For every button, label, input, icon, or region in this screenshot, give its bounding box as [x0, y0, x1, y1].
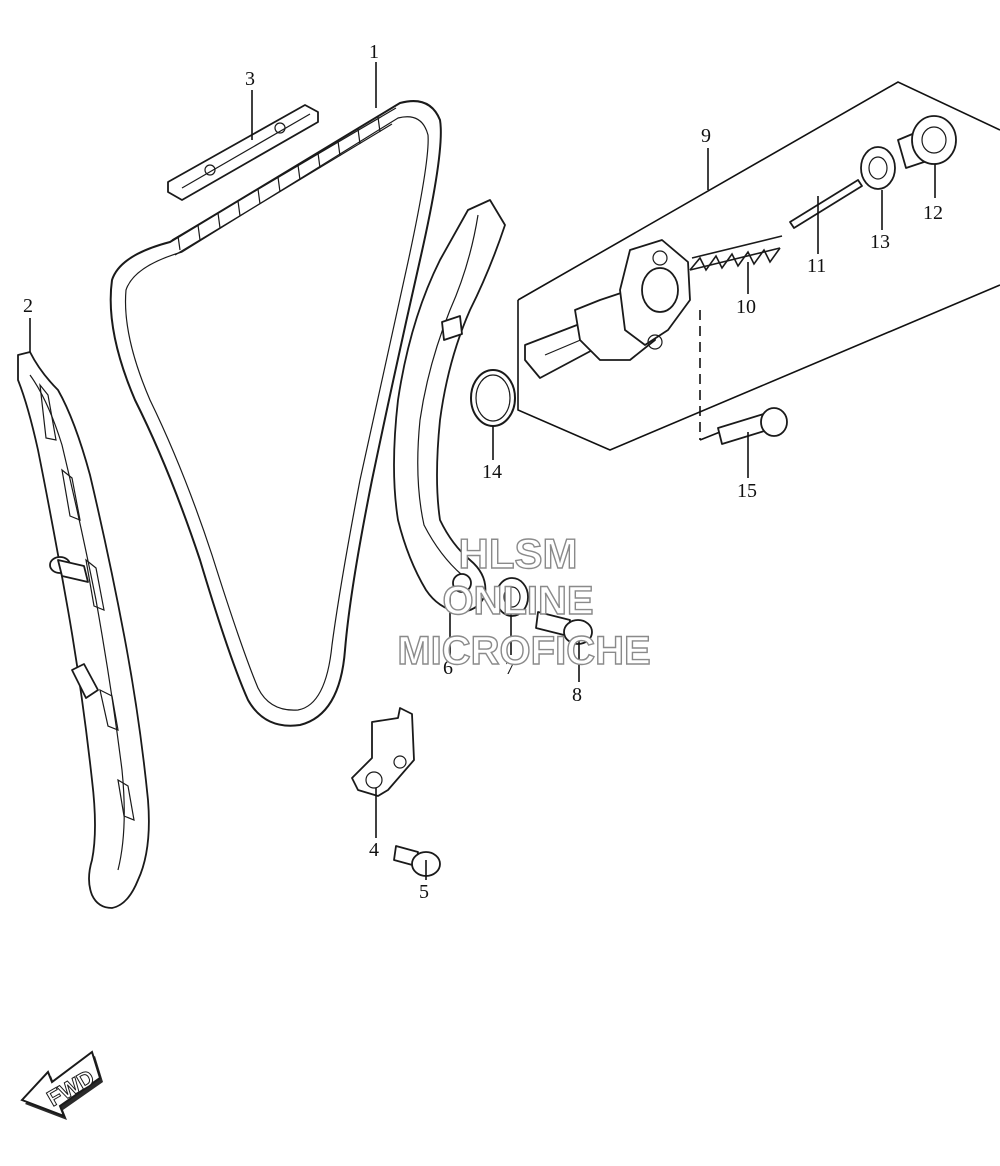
watermark-line2: ONLINE — [442, 579, 593, 623]
label-part-11: 11 — [807, 255, 826, 277]
tensioner-guide-drawing — [393, 199, 506, 613]
chain-guide-no2-drawing — [167, 104, 319, 201]
tensioner-body-drawing — [524, 239, 691, 379]
watermark-line1: HLSM — [459, 530, 578, 577]
tensioner-assembly-box — [517, 81, 1000, 451]
label-part-10: 10 — [736, 296, 756, 318]
watermark-line3: MICROFICHE — [397, 629, 650, 673]
tensioner-cap-bolt-drawing — [897, 115, 957, 169]
label-part-7: 7 — [505, 657, 515, 679]
tensioner-bolt-drawing — [717, 407, 788, 445]
washer-drawing — [495, 577, 529, 617]
chain-guide-no1-drawing — [17, 351, 150, 909]
guide-bolt-drawing — [535, 611, 593, 645]
label-part-3: 3 — [245, 68, 255, 90]
label-part-5: 5 — [419, 881, 429, 903]
label-part-9: 9 — [701, 125, 711, 147]
label-part-4: 4 — [369, 839, 379, 861]
tensioner-spring-drawing — [689, 235, 783, 272]
cam-chain-drawing — [109, 100, 442, 727]
label-part-15: 15 — [737, 480, 757, 502]
label-part-8: 8 — [572, 684, 582, 706]
label-part-6: 6 — [443, 657, 453, 679]
label-part-12: 12 — [923, 202, 943, 224]
gasket-drawing — [860, 146, 896, 190]
o-ring-drawing — [470, 369, 516, 427]
label-part-1: 1 — [369, 41, 379, 63]
part-labels: 1 2 3 4 5 6 7 8 9 10 11 12 13 14 15 — [23, 41, 943, 903]
label-part-13: 13 — [870, 231, 890, 253]
fwd-arrow-icon: FWD — [20, 1050, 103, 1120]
watermark: HLSM ONLINE MICROFICHE — [397, 529, 652, 673]
leader-lines — [29, 62, 936, 880]
label-part-2: 2 — [23, 295, 33, 317]
guide-bracket-drawing — [351, 707, 415, 797]
bracket-bolt-drawing — [393, 845, 441, 877]
label-part-14: 14 — [482, 461, 502, 483]
tensioner-rod-drawing — [789, 179, 863, 229]
